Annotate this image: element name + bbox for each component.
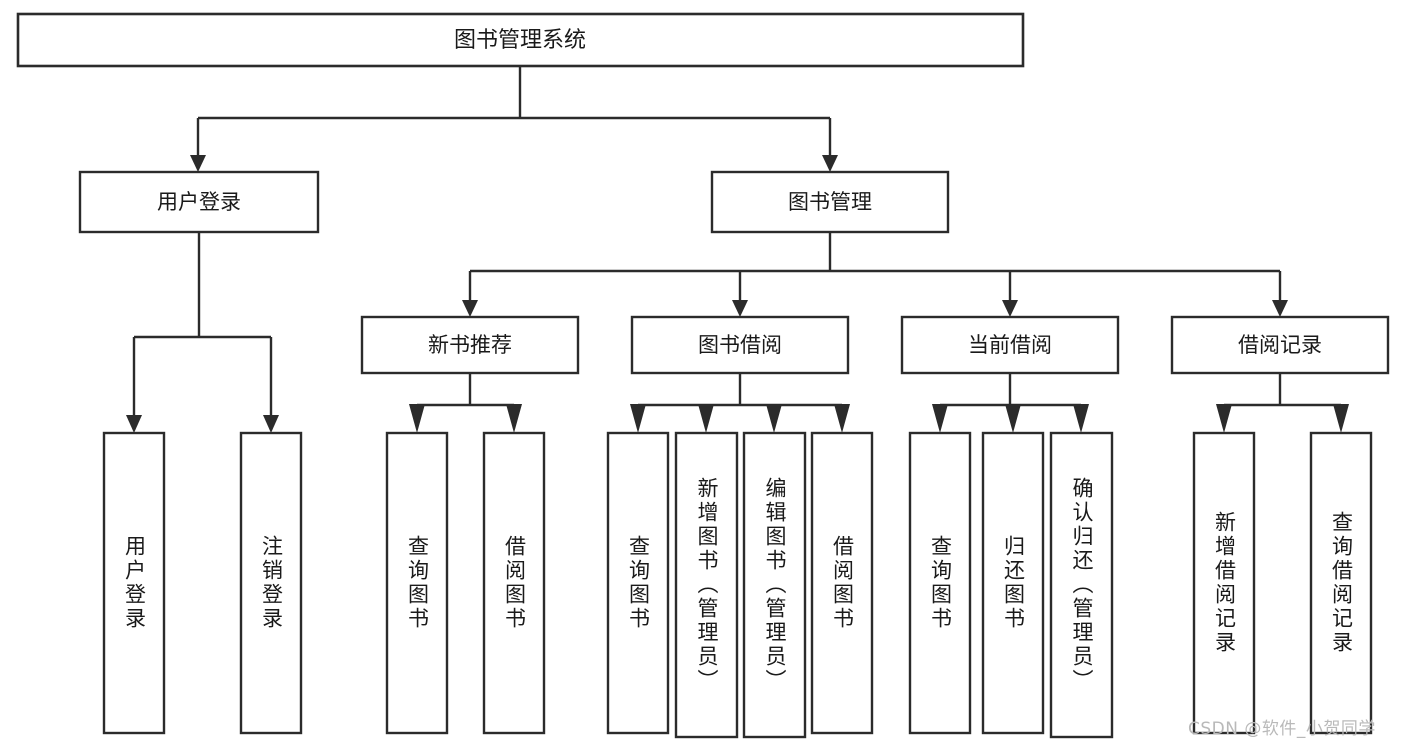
- leaf-box-user-login[interactable]: [102, 431, 166, 735]
- arrow-head-icon: [263, 415, 279, 433]
- connector-currentborrow-to-leaves: [932, 373, 1089, 433]
- arrow-head-icon: [126, 415, 142, 433]
- new-book-recommend-label: 新书推荐: [428, 333, 512, 357]
- new-book-recommend-box[interactable]: [360, 315, 580, 375]
- book-manage-label: 图书管理: [788, 190, 872, 214]
- node-current-borrow[interactable]: 当前借阅: [900, 315, 1120, 375]
- root-label: 图书管理系统: [454, 28, 586, 53]
- node-new-book-recommend[interactable]: 新书推荐: [360, 315, 580, 375]
- user-login-box[interactable]: [78, 170, 320, 234]
- connector-bookborrow-to-leaves: [630, 373, 850, 433]
- leaf-box-return-book[interactable]: [981, 431, 1045, 735]
- connector-newbook-to-leaves: [409, 373, 522, 433]
- node-root[interactable]: 图书管理系统: [16, 12, 1025, 68]
- arrow-head-icon: [1272, 300, 1288, 317]
- watermark-text: CSDN @软件_小贺同学: [1188, 719, 1376, 739]
- leaf-box-edit-book[interactable]: [742, 431, 807, 739]
- root-box[interactable]: [16, 12, 1025, 68]
- node-book-borrow[interactable]: 图书借阅: [630, 315, 850, 375]
- current-borrow-box[interactable]: [900, 315, 1120, 375]
- leaf-box-query-record[interactable]: [1309, 431, 1373, 735]
- arrow-head-icon: [822, 155, 838, 172]
- arrow-head-icon: [462, 300, 478, 317]
- connector-root-to-level1: [190, 66, 838, 172]
- leaf-box-borrow-book-2[interactable]: [810, 431, 874, 735]
- connector-borrowrecord-to-leaves: [1216, 373, 1349, 433]
- leaf-box-add-book[interactable]: [674, 431, 739, 739]
- leaf-box-add-record[interactable]: [1192, 431, 1256, 735]
- node-book-manage[interactable]: 图书管理: [710, 170, 950, 234]
- leaf-box-confirm-return[interactable]: [1049, 431, 1114, 739]
- leaf-box-query-book-2[interactable]: [606, 431, 670, 735]
- current-borrow-label: 当前借阅: [968, 333, 1052, 357]
- leaf-box-logout[interactable]: [239, 431, 303, 735]
- borrow-record-label: 借阅记录: [1238, 333, 1322, 357]
- leaf-box-borrow-book-1[interactable]: [482, 431, 546, 735]
- connector-userlogin-to-leaves: [126, 232, 279, 433]
- book-borrow-label: 图书借阅: [698, 333, 782, 357]
- arrow-head-icon: [1002, 300, 1018, 317]
- arrow-head-icon: [190, 155, 206, 172]
- node-user-login[interactable]: 用户登录: [78, 170, 320, 234]
- leaf-box-query-book-1[interactable]: [385, 431, 449, 735]
- node-borrow-record[interactable]: 借阅记录: [1170, 315, 1390, 375]
- leaf-box-query-book-3[interactable]: [908, 431, 972, 735]
- arrow-head-icon: [732, 300, 748, 317]
- user-login-label: 用户登录: [157, 190, 241, 214]
- connector-bookmanage-to-level2: [462, 232, 1288, 317]
